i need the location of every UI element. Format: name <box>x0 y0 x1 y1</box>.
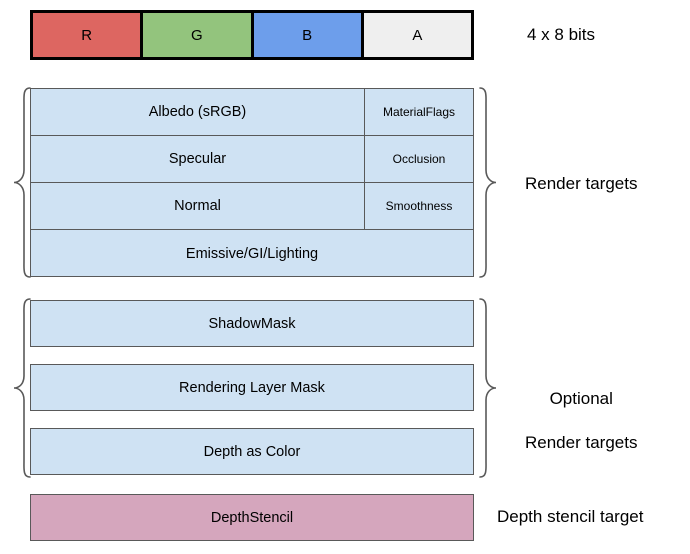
render-targets-block: Albedo (sRGB) MaterialFlags Specular Occ… <box>30 88 474 277</box>
optional-render-target-label: ShadowMask <box>208 315 296 332</box>
optional-render-target-box: Depth as Color <box>30 428 474 475</box>
render-target-main-label: Albedo (sRGB) <box>148 104 247 120</box>
render-target-alpha-label: Occlusion <box>392 152 446 166</box>
render-target-main-label: Normal <box>174 198 221 214</box>
left-brace-render-targets <box>12 86 32 279</box>
optional-render-target-box: Rendering Layer Mask <box>30 364 474 411</box>
channel-cell-r: R <box>33 13 144 57</box>
depth-stencil-box: DepthStencil <box>30 494 474 541</box>
render-targets-label: Render targets <box>525 174 638 193</box>
bits-label: 4 x 8 bits <box>527 25 596 44</box>
render-target-row: Emissive/GI/Lighting <box>31 230 473 278</box>
optional-render-target-label: Rendering Layer Mask <box>179 379 325 396</box>
right-brace-optional-render-targets <box>478 297 498 479</box>
channel-label-r: R <box>81 26 93 44</box>
optional-render-targets-label-line2: Render targets <box>525 433 638 452</box>
render-target-main-label: Specular <box>168 151 227 167</box>
channel-label-b: B <box>302 26 313 44</box>
channel-label-g: G <box>191 26 203 44</box>
optional-render-target-label: Depth as Color <box>203 443 301 460</box>
rgba-channel-bar: R G B A <box>30 10 474 60</box>
render-target-main-cell: Albedo (sRGB) <box>31 89 365 135</box>
render-target-alpha-cell: Smoothness <box>365 183 473 229</box>
depth-stencil-label: Depth stencil target <box>497 507 644 526</box>
channel-cell-b: B <box>253 13 364 57</box>
render-target-main-label: Emissive/GI/Lighting <box>185 246 319 262</box>
optional-render-target-box: ShadowMask <box>30 300 474 347</box>
right-brace-render-targets <box>478 86 498 279</box>
render-target-row: Specular Occlusion <box>31 136 473 183</box>
channel-label-a: A <box>412 26 423 44</box>
optional-render-targets-label-line1: Optional <box>549 389 613 408</box>
left-brace-optional-render-targets <box>12 297 32 479</box>
optional-render-targets-label: Optional Render targets <box>525 366 637 476</box>
render-target-main-cell: Specular <box>31 136 365 182</box>
render-target-row: Normal Smoothness <box>31 183 473 230</box>
render-target-fullwidth-cell: Emissive/GI/Lighting <box>31 230 473 278</box>
render-target-row: Albedo (sRGB) MaterialFlags <box>31 89 473 136</box>
render-target-alpha-cell: MaterialFlags <box>365 89 473 135</box>
render-target-alpha-label: Smoothness <box>385 199 453 213</box>
render-target-main-cell: Normal <box>31 183 365 229</box>
render-target-alpha-cell: Occlusion <box>365 136 473 182</box>
render-target-alpha-label: MaterialFlags <box>382 105 456 119</box>
depth-stencil-box-label: DepthStencil <box>210 509 294 526</box>
channel-cell-g: G <box>143 13 254 57</box>
channel-cell-a: A <box>363 13 471 57</box>
